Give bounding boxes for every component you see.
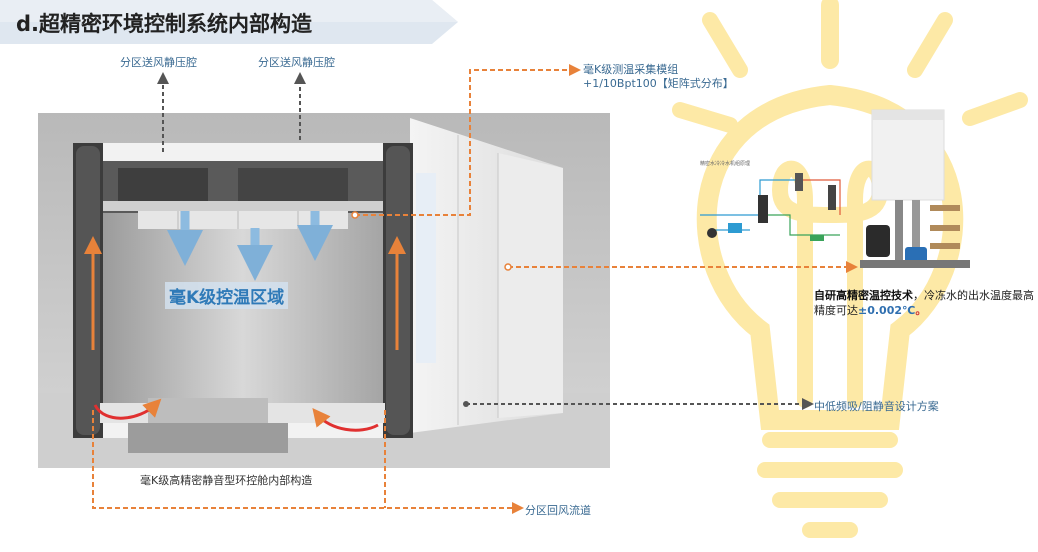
- page-title: d.超精密环境控制系统内部构造: [16, 12, 313, 36]
- return-air-label: 分区回风流道: [525, 504, 591, 517]
- temperature-tech-description: 自研高精密温控技术，冷冻水的出水温度最高精度可达±0.002℃。: [814, 288, 1036, 318]
- noise-design-label: 中低频吸/阻静音设计方案: [814, 400, 939, 413]
- chamber-illustration: [38, 113, 610, 468]
- sensor-module-spec: +1/10Bpt100【矩阵式分布】: [583, 77, 734, 90]
- precision-value: ±0.002℃: [858, 304, 916, 317]
- chiller-unit-illustration: 精密水冷冷水机组原理: [700, 109, 970, 268]
- temperature-zone-label: 毫K级控温区域: [165, 282, 289, 309]
- supply-plenum-label-2: 分区送风静压腔: [258, 56, 335, 69]
- chamber-caption: 毫K级高精密静音型环控舱内部构造: [140, 474, 313, 487]
- tech-body: ，冷冻水的出水温度最高精度可达: [814, 289, 1034, 317]
- lightbulb-decoration: [672, 0, 1028, 538]
- title-banner: [0, 0, 458, 44]
- sensor-module-label: 毫K级测温采集模组: [583, 63, 679, 76]
- schematic-title: 精密水冷冷水机组原理: [700, 160, 750, 167]
- tech-title: 自研高精密温控技术: [814, 289, 913, 302]
- supply-plenum-label-1: 分区送风静压腔: [120, 56, 197, 69]
- tech-end: 。: [915, 304, 927, 317]
